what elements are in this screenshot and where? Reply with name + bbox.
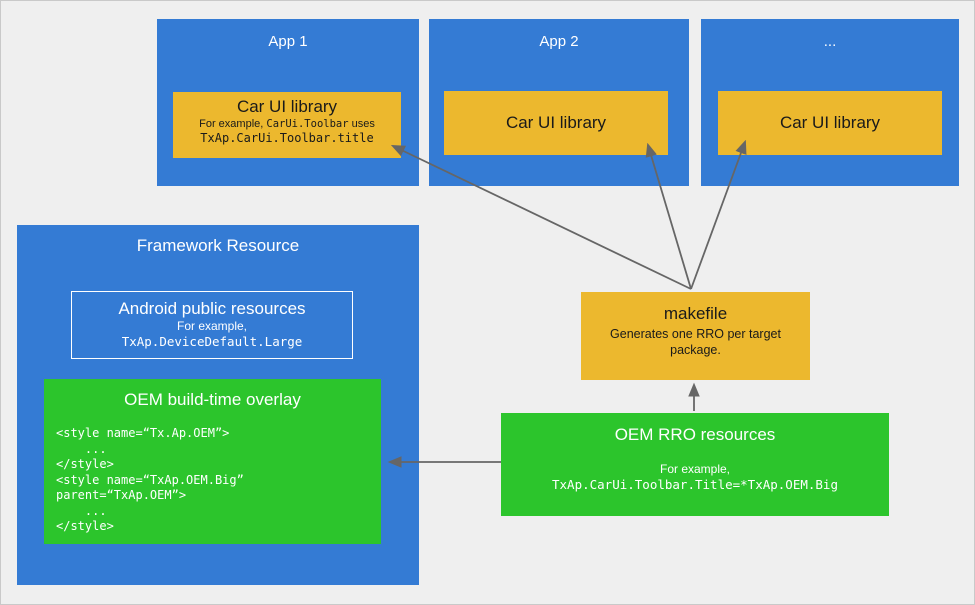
android-public-resources-example-code: TxAp.DeviceDefault.Large bbox=[121, 334, 303, 349]
oem-build-time-overlay-code: <style name=“Tx.Ap.OEM”> ... </style> <s… bbox=[56, 426, 244, 533]
note-suffix: uses bbox=[348, 118, 375, 130]
oem-rro-resources-title: OEM RRO resources bbox=[614, 425, 776, 444]
framework-resource-title: Framework Resource bbox=[136, 236, 300, 255]
note-code: CarUi.Toolbar bbox=[266, 118, 349, 130]
app1-car-ui-library-note: For example, CarUi.Toolbar uses bbox=[173, 117, 401, 131]
app2-car-ui-library-title: Car UI library bbox=[505, 113, 607, 132]
oem-rro-resources-box: OEM RRO resources For example, TxAp.CarU… bbox=[501, 413, 889, 516]
android-public-resources-example-label: For example, bbox=[176, 319, 248, 333]
app1-car-ui-library-title: Car UI library bbox=[236, 97, 338, 116]
app1-title: App 1 bbox=[268, 33, 308, 50]
oem-rro-resources-example-label: For example, bbox=[659, 462, 731, 476]
app-ellipsis-title: ... bbox=[823, 33, 837, 50]
app2-title: App 2 bbox=[539, 33, 579, 50]
app2-car-ui-library-box: Car UI library bbox=[444, 91, 668, 155]
android-public-resources-box: Android public resources For example, Tx… bbox=[71, 291, 353, 359]
note-prefix: For example, bbox=[199, 118, 267, 130]
makefile-box: makefile Generates one RRO per target pa… bbox=[581, 292, 810, 380]
app1-car-ui-library-box: Car UI library For example, CarUi.Toolba… bbox=[173, 92, 401, 158]
makefile-title: makefile bbox=[663, 304, 728, 323]
app1-box: App 1 Car UI library For example, CarUi.… bbox=[157, 19, 419, 186]
app-ellipsis-car-ui-library-title: Car UI library bbox=[779, 113, 881, 132]
framework-resource-box: Framework Resource Android public resour… bbox=[17, 225, 419, 585]
android-public-resources-title: Android public resources bbox=[118, 299, 306, 318]
oem-build-time-overlay-box: OEM build-time overlay <style name=“Tx.A… bbox=[44, 379, 381, 544]
oem-build-time-overlay-title: OEM build-time overlay bbox=[124, 390, 301, 409]
oem-rro-resources-example-code: TxAp.CarUi.Toolbar.Title=*TxAp.OEM.Big bbox=[552, 477, 838, 492]
app-ellipsis-box: ... Car UI library bbox=[701, 19, 959, 186]
makefile-subtitle: Generates one RRO per target package. bbox=[610, 327, 781, 357]
app1-car-ui-library-code: TxAp.CarUi.Toolbar.title bbox=[200, 131, 374, 145]
app-ellipsis-car-ui-library-box: Car UI library bbox=[718, 91, 942, 155]
app2-box: App 2 Car UI library bbox=[429, 19, 689, 186]
